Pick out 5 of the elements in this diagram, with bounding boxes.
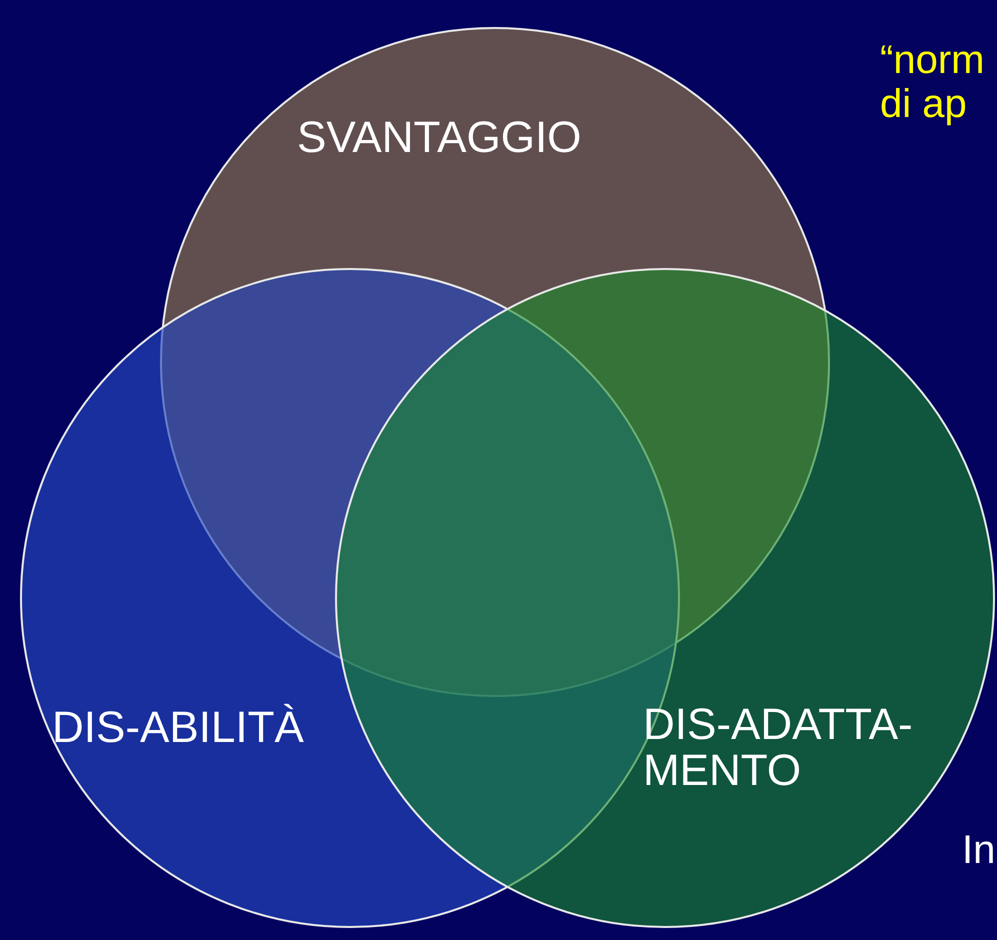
circle-label: DIS-ADATTA- MENTO bbox=[643, 702, 914, 794]
note-text: “norm di ap bbox=[880, 38, 986, 126]
note-text: In bbox=[962, 828, 996, 872]
circle-label: SVANTAGGIO bbox=[297, 115, 582, 162]
circle-label: DIS-ABILITÀ bbox=[52, 705, 304, 752]
